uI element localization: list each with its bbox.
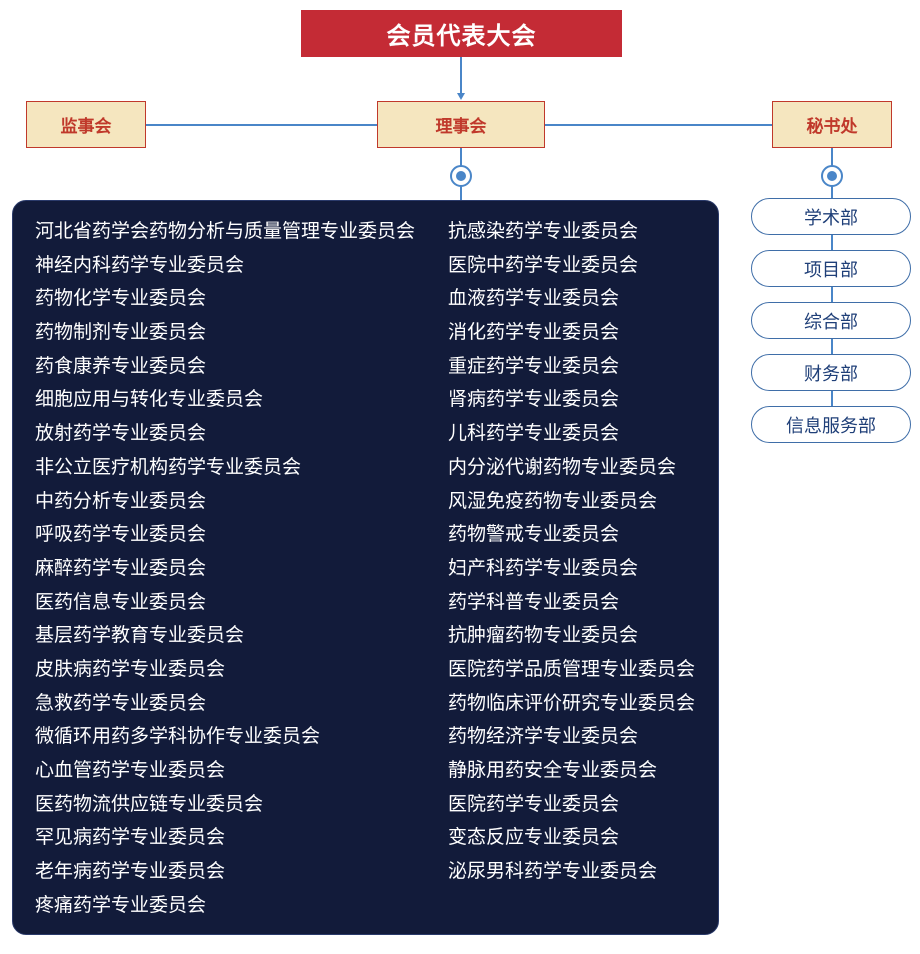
department-label: 项目部	[804, 259, 858, 281]
committee-item: 药物经济学专业委员会	[448, 725, 639, 748]
committee-item: 罕见病药学专业委员会	[35, 826, 226, 849]
council-node-icon	[450, 165, 472, 187]
department-finance: 财务部	[751, 354, 911, 391]
committee-item: 重症药学专业委员会	[448, 354, 620, 377]
committee-item: 皮肤病药学专业委员会	[35, 657, 226, 680]
committee-item: 药食康养专业委员会	[35, 354, 207, 377]
committee-item: 微循环用药多学科协作专业委员会	[35, 725, 321, 748]
committees-left-column: 河北省药学会药物分析与质量管理专业委员会 神经内科药学专业委员会 药物化学专业委…	[35, 215, 415, 922]
committee-item: 静脉用药安全专业委员会	[448, 759, 658, 781]
connector-top-to-council	[460, 57, 462, 94]
committee-item: 抗感染药学专业委员会	[448, 220, 639, 242]
supervisory-board-label: 监事会	[60, 117, 112, 137]
committee-item: 药物制剂专业委员会	[35, 321, 207, 344]
committee-item: 放射药学专业委员会	[35, 422, 207, 445]
department-project: 项目部	[751, 250, 911, 287]
department-label: 综合部	[804, 311, 858, 333]
arrow-head-icon	[457, 93, 465, 100]
committee-item: 疼痛药学专业委员会	[35, 893, 207, 916]
secretariat-box: 秘书处	[772, 101, 892, 148]
committee-item: 心血管药学专业委员会	[35, 759, 226, 781]
committee-item: 肾病药学专业委员会	[448, 388, 620, 411]
committee-item: 妇产科药学专业委员会	[448, 556, 639, 579]
committee-item: 变态反应专业委员会	[448, 826, 620, 849]
committee-item: 河北省药学会药物分析与质量管理专业委员会	[35, 220, 416, 242]
general-assembly-label: 会员代表大会	[386, 22, 537, 50]
committee-item: 药物警戒专业委员会	[448, 523, 620, 546]
committee-item: 泌尿男科药学专业委员会	[448, 860, 658, 883]
committees-right-column: 抗感染药学专业委员会 医院中药学专业委员会 血液药学专业委员会 消化药学专业委员…	[448, 215, 695, 889]
council-box: 理事会	[377, 101, 545, 148]
department-label: 学术部	[804, 207, 858, 229]
committee-item: 老年病药学专业委员会	[35, 860, 226, 883]
committee-item: 神经内科药学专业委员会	[35, 253, 245, 276]
committee-item: 药物化学专业委员会	[35, 287, 207, 310]
committee-item: 细胞应用与转化专业委员会	[35, 388, 264, 411]
committee-item: 医药物流供应链专业委员会	[35, 792, 264, 815]
committee-item: 风湿免疫药物专业委员会	[448, 489, 658, 512]
committee-item: 中药分析专业委员会	[35, 489, 207, 512]
department-label: 财务部	[804, 363, 858, 385]
committee-item: 麻醉药学专业委员会	[35, 556, 207, 579]
committee-item: 急救药学专业委员会	[35, 691, 207, 714]
general-assembly-box: 会员代表大会	[301, 10, 622, 57]
connector-supervisory-to-council	[146, 124, 377, 126]
committees-panel: 河北省药学会药物分析与质量管理专业委员会 神经内科药学专业委员会 药物化学专业委…	[12, 200, 719, 935]
committee-item: 基层药学教育专业委员会	[35, 624, 245, 647]
department-label: 信息服务部	[786, 415, 876, 437]
committee-item: 儿科药学专业委员会	[448, 422, 620, 445]
connector-council-to-secretariat	[545, 124, 772, 126]
council-label: 理事会	[435, 117, 487, 137]
committee-item: 非公立医疗机构药学专业委员会	[35, 455, 302, 478]
committee-item: 药学科普专业委员会	[448, 590, 620, 613]
committee-item: 内分泌代谢药物专业委员会	[448, 455, 677, 478]
committee-item: 医院药学专业委员会	[448, 792, 620, 815]
department-info-service: 信息服务部	[751, 406, 911, 443]
committee-item: 药物临床评价研究专业委员会	[448, 691, 696, 714]
committee-item: 抗肿瘤药物专业委员会	[448, 624, 639, 647]
department-general: 综合部	[751, 302, 911, 339]
secretariat-node-icon	[821, 165, 843, 187]
department-academic: 学术部	[751, 198, 911, 235]
supervisory-board-box: 监事会	[26, 101, 146, 148]
committee-item: 医院药学品质管理专业委员会	[448, 657, 696, 680]
committee-item: 呼吸药学专业委员会	[35, 523, 207, 546]
committee-item: 血液药学专业委员会	[448, 287, 620, 310]
committee-item: 医药信息专业委员会	[35, 590, 207, 613]
committee-item: 消化药学专业委员会	[448, 321, 620, 344]
committee-item: 医院中药学专业委员会	[448, 253, 639, 276]
secretariat-label: 秘书处	[806, 117, 858, 137]
